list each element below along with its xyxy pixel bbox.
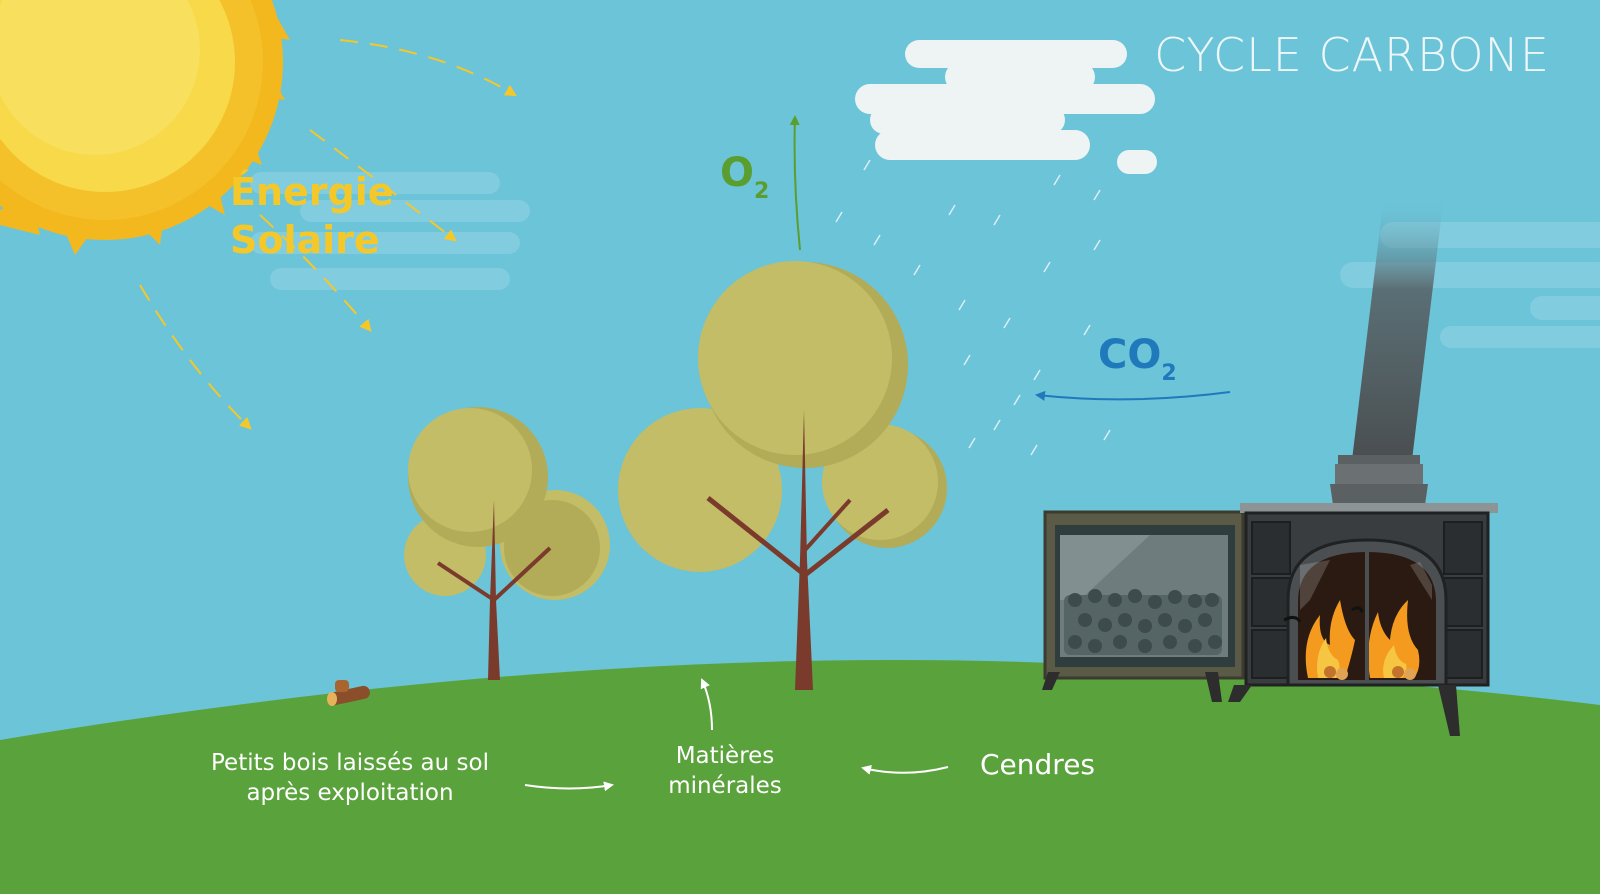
solar-energy-line1: Énergie [230, 170, 394, 214]
petits-bois-line1: Petits bois laissés au sol [211, 750, 489, 776]
solar-energy-line2: Solaire [230, 218, 380, 262]
co2-subscript: 2 [1161, 361, 1177, 386]
o2-arrow [789, 115, 801, 251]
big-tree [618, 261, 947, 690]
arrow-cendres-to-matieres [861, 764, 949, 775]
page-title: CYCLE CARBONE [1154, 28, 1550, 82]
wood-log-icon [327, 680, 370, 706]
matieres-minerales-label: Matières minérales [630, 741, 820, 801]
matieres-line1: Matières [675, 743, 775, 769]
fire-icon [1305, 600, 1420, 680]
co2-arrow [1035, 390, 1231, 401]
rain [835, 159, 1111, 456]
arrow-petits-to-matieres [524, 781, 614, 792]
small-tree [404, 407, 610, 680]
petits-bois-line2: après exploitation [246, 780, 454, 806]
sun-icon [0, 0, 290, 255]
wood-stove [1228, 503, 1498, 736]
matieres-line2: minérales [668, 773, 782, 799]
o2-label: O2 [720, 150, 769, 204]
cendres-label: Cendres [980, 748, 1096, 781]
wood-storage-box [1042, 510, 1245, 702]
cloud [855, 40, 1157, 174]
chimney [1330, 195, 1444, 505]
o2-main: O [720, 150, 755, 196]
solar-rays [139, 39, 518, 430]
ground [0, 660, 1600, 894]
co2-main: CO [1098, 332, 1162, 378]
o2-subscript: 2 [754, 179, 770, 204]
petits-bois-label: Petits bois laissés au sol après exploit… [170, 748, 530, 808]
arrow-matieres-to-tree [700, 678, 713, 731]
co2-label: CO2 [1098, 332, 1177, 386]
solar-energy-label: Énergie Solaire [230, 168, 394, 264]
